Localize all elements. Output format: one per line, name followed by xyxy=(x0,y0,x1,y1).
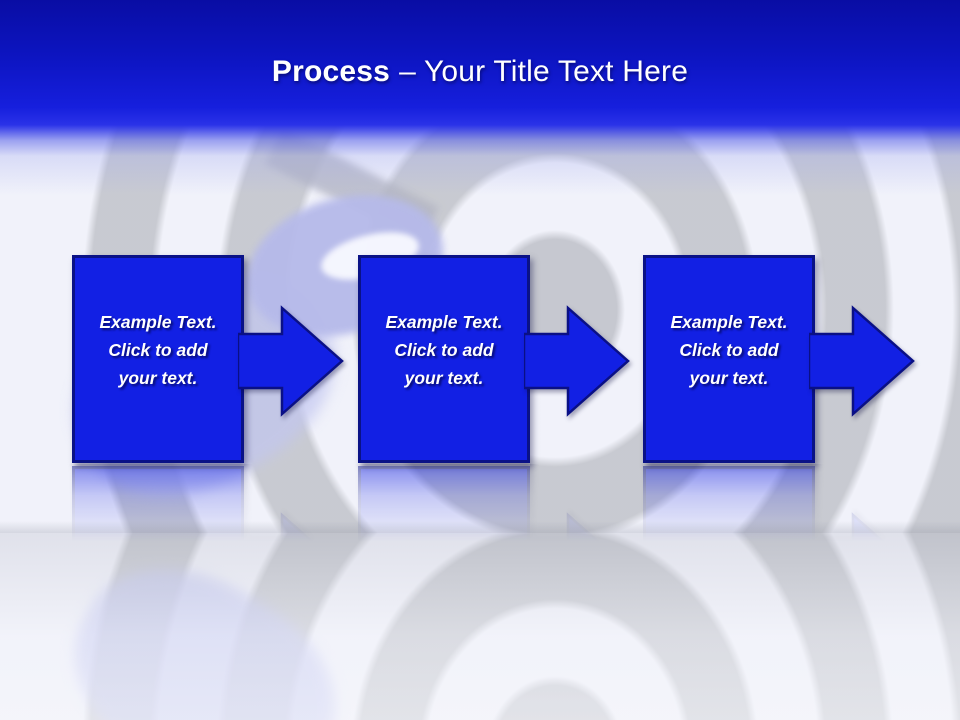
process-steps-row: Example Text. Click to add your text. Ex… xyxy=(0,255,960,465)
step-text-line: Click to add xyxy=(679,340,779,360)
right-arrow-icon xyxy=(809,305,915,417)
floor-reflection xyxy=(0,533,960,720)
floor-seam-shadow xyxy=(0,521,960,533)
step-text-line: your text. xyxy=(118,368,198,388)
step-text-line: Example Text. xyxy=(670,312,788,332)
step-text-line: Click to add xyxy=(108,340,208,360)
process-step-box-2[interactable]: Example Text. Click to add your text. xyxy=(358,255,530,463)
right-arrow-icon xyxy=(238,305,344,417)
process-step-box-1[interactable]: Example Text. Click to add your text. xyxy=(72,255,244,463)
right-arrow-icon xyxy=(524,305,630,417)
step-text-line: your text. xyxy=(404,368,484,388)
step-text-line: your text. xyxy=(689,368,769,388)
step-text-line: Click to add xyxy=(394,340,494,360)
step-text-line: Example Text. xyxy=(385,312,503,332)
process-step-box-3[interactable]: Example Text. Click to add your text. xyxy=(643,255,815,463)
step-text-line: Example Text. xyxy=(99,312,217,332)
